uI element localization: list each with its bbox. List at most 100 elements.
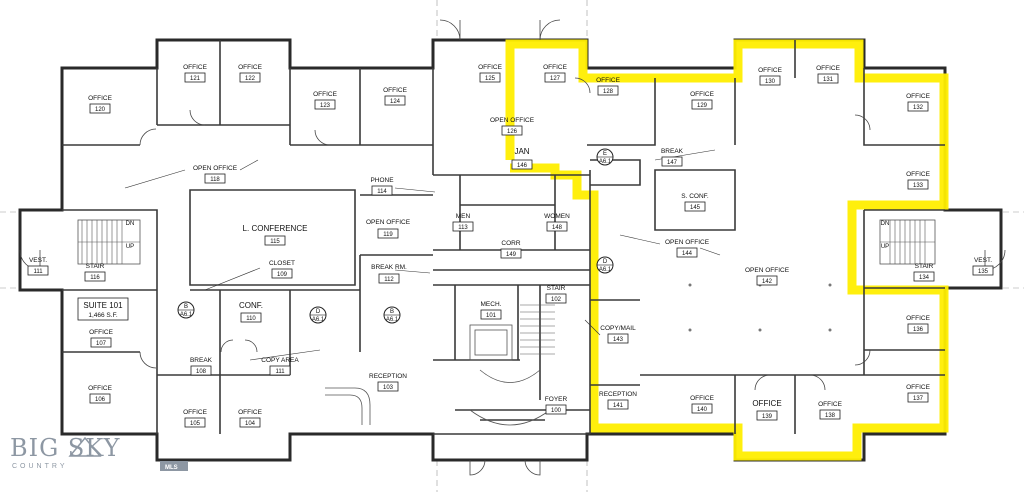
svg-text:OFFICE: OFFICE <box>313 91 337 98</box>
svg-text:OFFICE: OFFICE <box>690 91 714 98</box>
svg-text:L. CONFERENCE: L. CONFERENCE <box>243 224 308 233</box>
svg-text:OFFICE: OFFICE <box>183 64 207 71</box>
svg-text:VEST.: VEST. <box>29 257 47 264</box>
svg-text:D: D <box>603 259 608 265</box>
svg-text:VEST.: VEST. <box>974 257 992 264</box>
svg-text:OFFICE: OFFICE <box>238 409 262 416</box>
svg-text:130: 130 <box>765 79 776 85</box>
svg-text:140: 140 <box>697 407 708 413</box>
room-104: OFFICE 104 <box>238 409 263 428</box>
svg-text:132: 132 <box>913 105 924 111</box>
svg-text:144: 144 <box>682 251 693 257</box>
svg-text:104: 104 <box>245 421 256 427</box>
logo-sub-text: COUNTRY <box>12 463 67 470</box>
svg-text:139: 139 <box>762 414 773 420</box>
room-114: PHONE 114 <box>370 177 394 196</box>
svg-text:147: 147 <box>667 160 678 166</box>
section-tag-b-left: B A6.1 <box>177 301 195 319</box>
svg-text:BREAK: BREAK <box>661 148 684 155</box>
svg-text:108: 108 <box>196 369 207 375</box>
svg-text:D: D <box>316 309 321 315</box>
svg-text:A6.1: A6.1 <box>599 159 612 165</box>
stair-right-dn: DN <box>881 221 890 227</box>
svg-text:121: 121 <box>190 76 201 82</box>
stair-center <box>520 304 555 355</box>
stair-left <box>77 219 141 265</box>
room-112: BREAK RM.112 <box>371 264 407 284</box>
svg-text:134: 134 <box>919 275 930 281</box>
svg-text:1,466 S.F.: 1,466 S.F. <box>88 312 117 319</box>
svg-text:114: 114 <box>377 189 387 195</box>
reception-desk-left <box>325 387 371 425</box>
svg-text:BREAK: BREAK <box>190 357 213 364</box>
svg-text:141: 141 <box>613 403 624 409</box>
svg-text:103: 103 <box>383 385 394 391</box>
svg-text:STAIR: STAIR <box>547 285 566 292</box>
svg-text:107: 107 <box>96 341 107 347</box>
logo-mls-text: MLS <box>165 465 178 471</box>
svg-text:OFFICE: OFFICE <box>752 399 781 408</box>
room-111: VEST.111 <box>27 257 49 276</box>
stair-right <box>879 219 936 265</box>
svg-text:111: 111 <box>275 369 285 375</box>
svg-text:OFFICE: OFFICE <box>906 315 930 322</box>
svg-text:OFFICE: OFFICE <box>478 64 502 71</box>
elevator <box>469 324 513 361</box>
room-145: S. CONF.145 <box>681 193 709 212</box>
svg-text:OFFICE: OFFICE <box>183 409 207 416</box>
room-111b: COPY AREA 111 <box>261 357 299 376</box>
svg-text:101: 101 <box>486 313 497 319</box>
svg-text:STAIR: STAIR <box>915 263 934 270</box>
svg-text:CONF.: CONF. <box>239 301 263 310</box>
big-sky-country-mls-logo: BIG SKY COUNTRY MLS <box>10 434 188 471</box>
svg-text:OPEN OFFICE: OPEN OFFICE <box>490 117 535 124</box>
svg-text:133: 133 <box>913 183 924 189</box>
room-129: OFFICE 129 <box>690 91 715 110</box>
svg-text:113: 113 <box>458 225 468 231</box>
svg-text:126: 126 <box>507 129 518 135</box>
svg-text:FOYER: FOYER <box>545 396 568 403</box>
svg-text:136: 136 <box>913 327 924 333</box>
column-markers <box>688 283 832 332</box>
svg-text:COPY AREA: COPY AREA <box>261 357 299 364</box>
svg-text:129: 129 <box>697 103 708 109</box>
svg-text:135: 135 <box>978 269 989 275</box>
room-136: OFFICE 136 <box>906 315 931 334</box>
svg-text:OFFICE: OFFICE <box>906 93 930 100</box>
svg-text:B: B <box>390 309 394 315</box>
svg-text:STAIR: STAIR <box>86 263 105 270</box>
svg-text:OFFICE: OFFICE <box>88 385 112 392</box>
room-132: OFFICE 132 <box>906 93 931 112</box>
svg-text:S. CONF.: S. CONF. <box>681 193 709 200</box>
svg-text:124: 124 <box>390 99 401 105</box>
section-tag-d-right: D A6.1 <box>596 256 614 274</box>
mls-badge <box>160 461 188 471</box>
svg-text:137: 137 <box>913 396 924 402</box>
section-tag-b-center: B A6.1 <box>383 306 401 324</box>
svg-text:MECH.: MECH. <box>481 301 502 308</box>
room-110: CONF.110 <box>239 301 263 323</box>
svg-text:PHONE: PHONE <box>370 177 394 184</box>
